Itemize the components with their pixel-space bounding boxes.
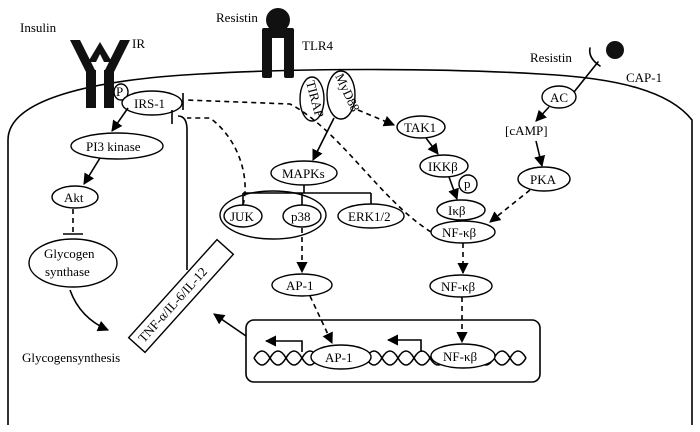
svg-text:NF-κβ: NF-κβ — [442, 225, 476, 240]
svg-text:AP-1: AP-1 — [325, 350, 352, 365]
nfkb-inhibits-irs1 — [185, 99, 432, 233]
nucleus-to-cytokines-arrow — [213, 313, 247, 337]
ap1-nucleus-node: AP-1 — [310, 344, 372, 370]
pi3k-node: PI3 kinase — [70, 132, 164, 160]
insulin-label: Insulin — [20, 20, 57, 35]
svg-text:NF-κβ: NF-κβ — [441, 279, 475, 294]
p38-node: p38 — [282, 204, 322, 228]
svg-text:P: P — [116, 84, 123, 99]
svg-text:MAPKs: MAPKs — [282, 166, 325, 181]
glycogensynthesis-label: Glycogensynthesis — [22, 350, 120, 365]
myd88-node: MyD88 — [326, 70, 363, 120]
ir-label: IR — [132, 36, 145, 51]
myd88-to-tak1-arrow — [357, 109, 396, 127]
phospho-ir-node: P — [113, 83, 129, 101]
svg-text:Akt: Akt — [64, 190, 84, 205]
svg-text:TAK1: TAK1 — [404, 120, 436, 135]
tlr4-receptor-icon — [262, 8, 294, 78]
svg-text:PKA: PKA — [530, 172, 557, 187]
tak1-node: TAK1 — [396, 115, 446, 139]
pi3k-to-akt-arrow — [83, 157, 101, 185]
ikkb-to-ikb-arrow — [448, 176, 459, 201]
juk-inhibits-irs1 — [187, 117, 246, 206]
ac-node: AC — [541, 85, 577, 109]
svg-text:PI3 kinase: PI3 kinase — [86, 139, 141, 154]
cytokines-box: TNF-α/IL-6/IL-12 — [127, 238, 235, 354]
svg-text:NF-κβ: NF-κβ — [443, 349, 477, 364]
tirap-node: TIRAP — [299, 76, 327, 122]
glycogen-synthase-node: Glycogen synthase — [28, 238, 118, 288]
pka-to-nfkb-arrow — [489, 189, 531, 223]
svg-text:p38: p38 — [291, 209, 311, 224]
mapks-branch-lines — [242, 185, 372, 205]
ap1-node: AP-1 — [271, 273, 333, 297]
nfkb-node: NF-κβ — [429, 274, 493, 298]
mapks-node: MAPKs — [270, 160, 338, 186]
cytokines-inhibit-irs1 — [177, 115, 188, 270]
svg-text:Iκβ: Iκβ — [448, 203, 466, 218]
erk-node: ERK1/2 — [337, 203, 405, 229]
svg-text:ERK1/2: ERK1/2 — [348, 209, 391, 224]
tlr4-label: TLR4 — [302, 38, 334, 53]
nfkb-complex-node: NF-κβ — [430, 220, 496, 244]
camp-label: [cAMP] — [505, 123, 548, 138]
svg-text:IRS-1: IRS-1 — [134, 96, 165, 111]
nfkb-nucleus-node: NF-κβ — [430, 343, 496, 369]
resistin-top-label: Resistin — [216, 10, 258, 25]
svg-text:synthase: synthase — [45, 264, 90, 279]
ap1-promoter-arrow — [264, 335, 303, 352]
cell-membrane — [7, 68, 693, 425]
insulin-receptor-icon — [70, 40, 130, 108]
pka-node: PKA — [517, 166, 571, 192]
nucleus-box — [245, 319, 541, 383]
phospho-ikk-node: p — [458, 174, 478, 194]
irs1-to-pi3k-arrow — [111, 107, 129, 132]
juk-node: JUK — [223, 204, 263, 228]
cap1-label: CAP-1 — [626, 70, 662, 85]
svg-text:TNF-α/IL-6/IL-12: TNF-α/IL-6/IL-12 — [135, 264, 210, 345]
nfkb-promoter-arrow — [386, 334, 422, 352]
svg-text:AP-1: AP-1 — [286, 278, 313, 293]
myd88-to-mapks-arrow — [312, 117, 335, 162]
camp-to-pka-arrow — [534, 140, 546, 168]
ac-to-camp-arrow — [535, 106, 550, 122]
svg-text:p: p — [464, 176, 471, 191]
resistin-right-label: Resistin — [530, 50, 572, 65]
svg-text:Glycogen: Glycogen — [44, 246, 95, 261]
ikb-node: Iκβ — [436, 199, 486, 221]
irs1-node: IRS-1 — [121, 90, 183, 116]
gs-to-glycogensynthesis-arrow — [69, 289, 110, 332]
svg-text:IKKβ: IKKβ — [428, 159, 458, 174]
jnk-p38-group — [219, 190, 327, 240]
akt-node: Akt — [51, 185, 99, 209]
svg-text:AC: AC — [550, 90, 568, 105]
tak1-to-ikkb-arrow — [425, 137, 439, 155]
svg-text:JUK: JUK — [230, 209, 254, 224]
ikkb-node: IKKβ — [419, 154, 469, 178]
